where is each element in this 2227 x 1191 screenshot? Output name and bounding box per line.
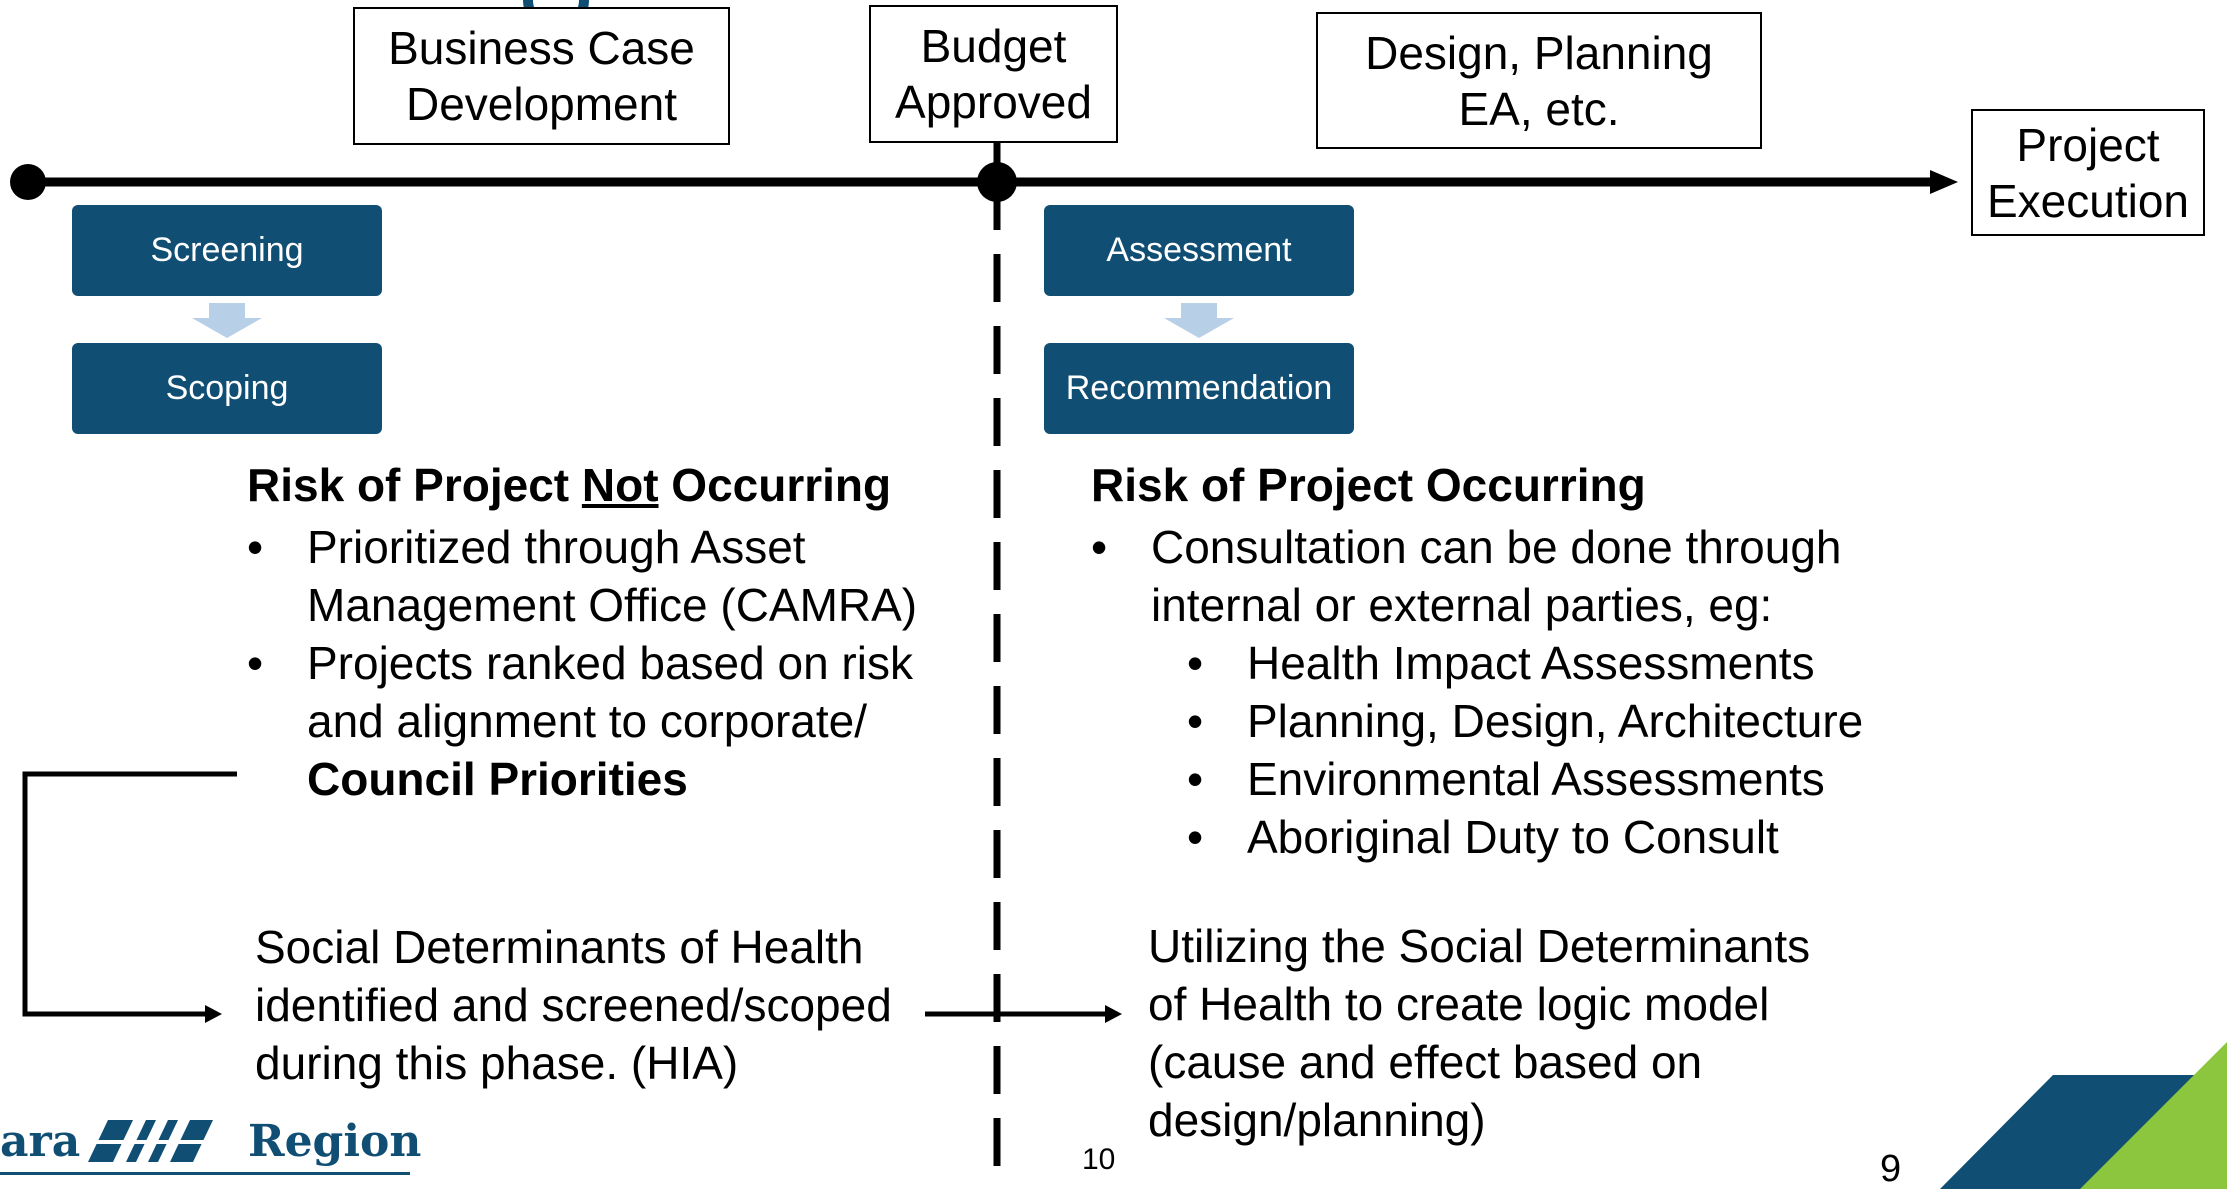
- milestone-line: Budget: [920, 20, 1067, 72]
- elbow-connector: [22, 771, 237, 1017]
- milestone-project-execution: Project Execution: [1971, 109, 2205, 236]
- milestone-line: Development: [405, 78, 678, 130]
- list-item: •Environmental Assessments: [1187, 753, 1825, 805]
- timeline-start-dot: [10, 164, 46, 200]
- right-heading: Risk of Project Occurring: [1091, 459, 1646, 511]
- milestone-design-planning: Design, Planning EA, etc.: [1316, 12, 1762, 149]
- milestone-line: Business Case: [388, 22, 695, 74]
- list-item: •Aboriginal Duty to Consult: [1187, 811, 1779, 863]
- corner-green-shape: [2080, 1042, 2227, 1189]
- milestone-business-case: Business Case Development: [353, 7, 730, 145]
- step-recommendation: Recommendation: [1044, 343, 1354, 434]
- logo-slash-icon: [78, 1120, 218, 1162]
- page-number-small: 10: [1082, 1143, 1116, 1176]
- right-note: Utilizing the Social Determinants of Hea…: [1148, 920, 1811, 1146]
- step-assessment: Assessment: [1044, 205, 1354, 296]
- milestone-line: Execution: [1986, 174, 2189, 227]
- page-number: 9: [1880, 1148, 1902, 1190]
- timeline-arrowhead: [1930, 170, 1958, 194]
- logo-text-left: ara: [0, 1116, 81, 1167]
- list-item: • Projects ranked based on risk and alig…: [247, 637, 913, 805]
- left-bullet-list: • Prioritized through Asset Management O…: [247, 518, 987, 808]
- left-note: Social Determinants of Health identified…: [255, 921, 892, 1089]
- list-item: • Prioritized through Asset Management O…: [247, 521, 918, 631]
- milestone-budget-approved: Budget Approved: [869, 5, 1118, 143]
- right-sub-bullet-list: •Health Impact Assessments •Planning, De…: [1187, 634, 2037, 866]
- list-item: •Health Impact Assessments: [1187, 637, 1815, 689]
- milestone-line: EA, etc.: [1458, 82, 1620, 135]
- step-scoping: Scoping: [72, 343, 382, 434]
- list-item: •Planning, Design, Architecture: [1187, 695, 1864, 747]
- list-item: • Consultation can be done through inter…: [1091, 521, 1842, 631]
- right-bullet-list: • Consultation can be done through inter…: [1091, 518, 2091, 634]
- step-arrow-icon: [192, 303, 262, 338]
- underlined-word: Not: [581, 459, 659, 511]
- left-heading: Risk of Project Not Occurring: [247, 459, 892, 511]
- region-logo: ara Region: [0, 1110, 421, 1189]
- step-arrow-icon: [1164, 303, 1234, 338]
- step-screening: Screening: [72, 205, 382, 296]
- milestone-line: Project: [2016, 118, 2160, 171]
- milestone-line: Approved: [895, 76, 1092, 128]
- logo-text-right: Region: [248, 1116, 422, 1167]
- logo-underline: [0, 1172, 410, 1175]
- milestone-line: Design, Planning: [1365, 26, 1713, 79]
